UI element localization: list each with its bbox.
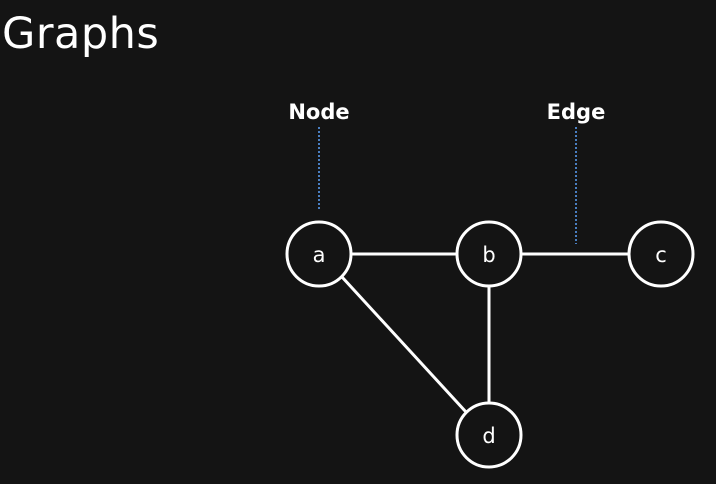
edge-a-d xyxy=(340,275,468,414)
graph-node-b: b xyxy=(455,220,523,288)
node-annotation-label: Node xyxy=(288,100,349,124)
edge-annotation-label: Edge xyxy=(547,100,606,124)
graph-node-c: c xyxy=(627,220,695,288)
node-label: c xyxy=(655,243,667,267)
graph-node-d: d xyxy=(455,401,523,469)
node-circle xyxy=(455,401,523,469)
slide-title: Graphs xyxy=(2,9,160,59)
graph-node-a: a xyxy=(285,220,353,288)
node-label: d xyxy=(482,424,495,448)
node-circle xyxy=(455,220,523,288)
node-circle xyxy=(627,220,695,288)
node-circle xyxy=(285,220,353,288)
node-label: a xyxy=(313,243,326,267)
edges-group xyxy=(340,252,629,414)
node-label: b xyxy=(482,243,495,267)
